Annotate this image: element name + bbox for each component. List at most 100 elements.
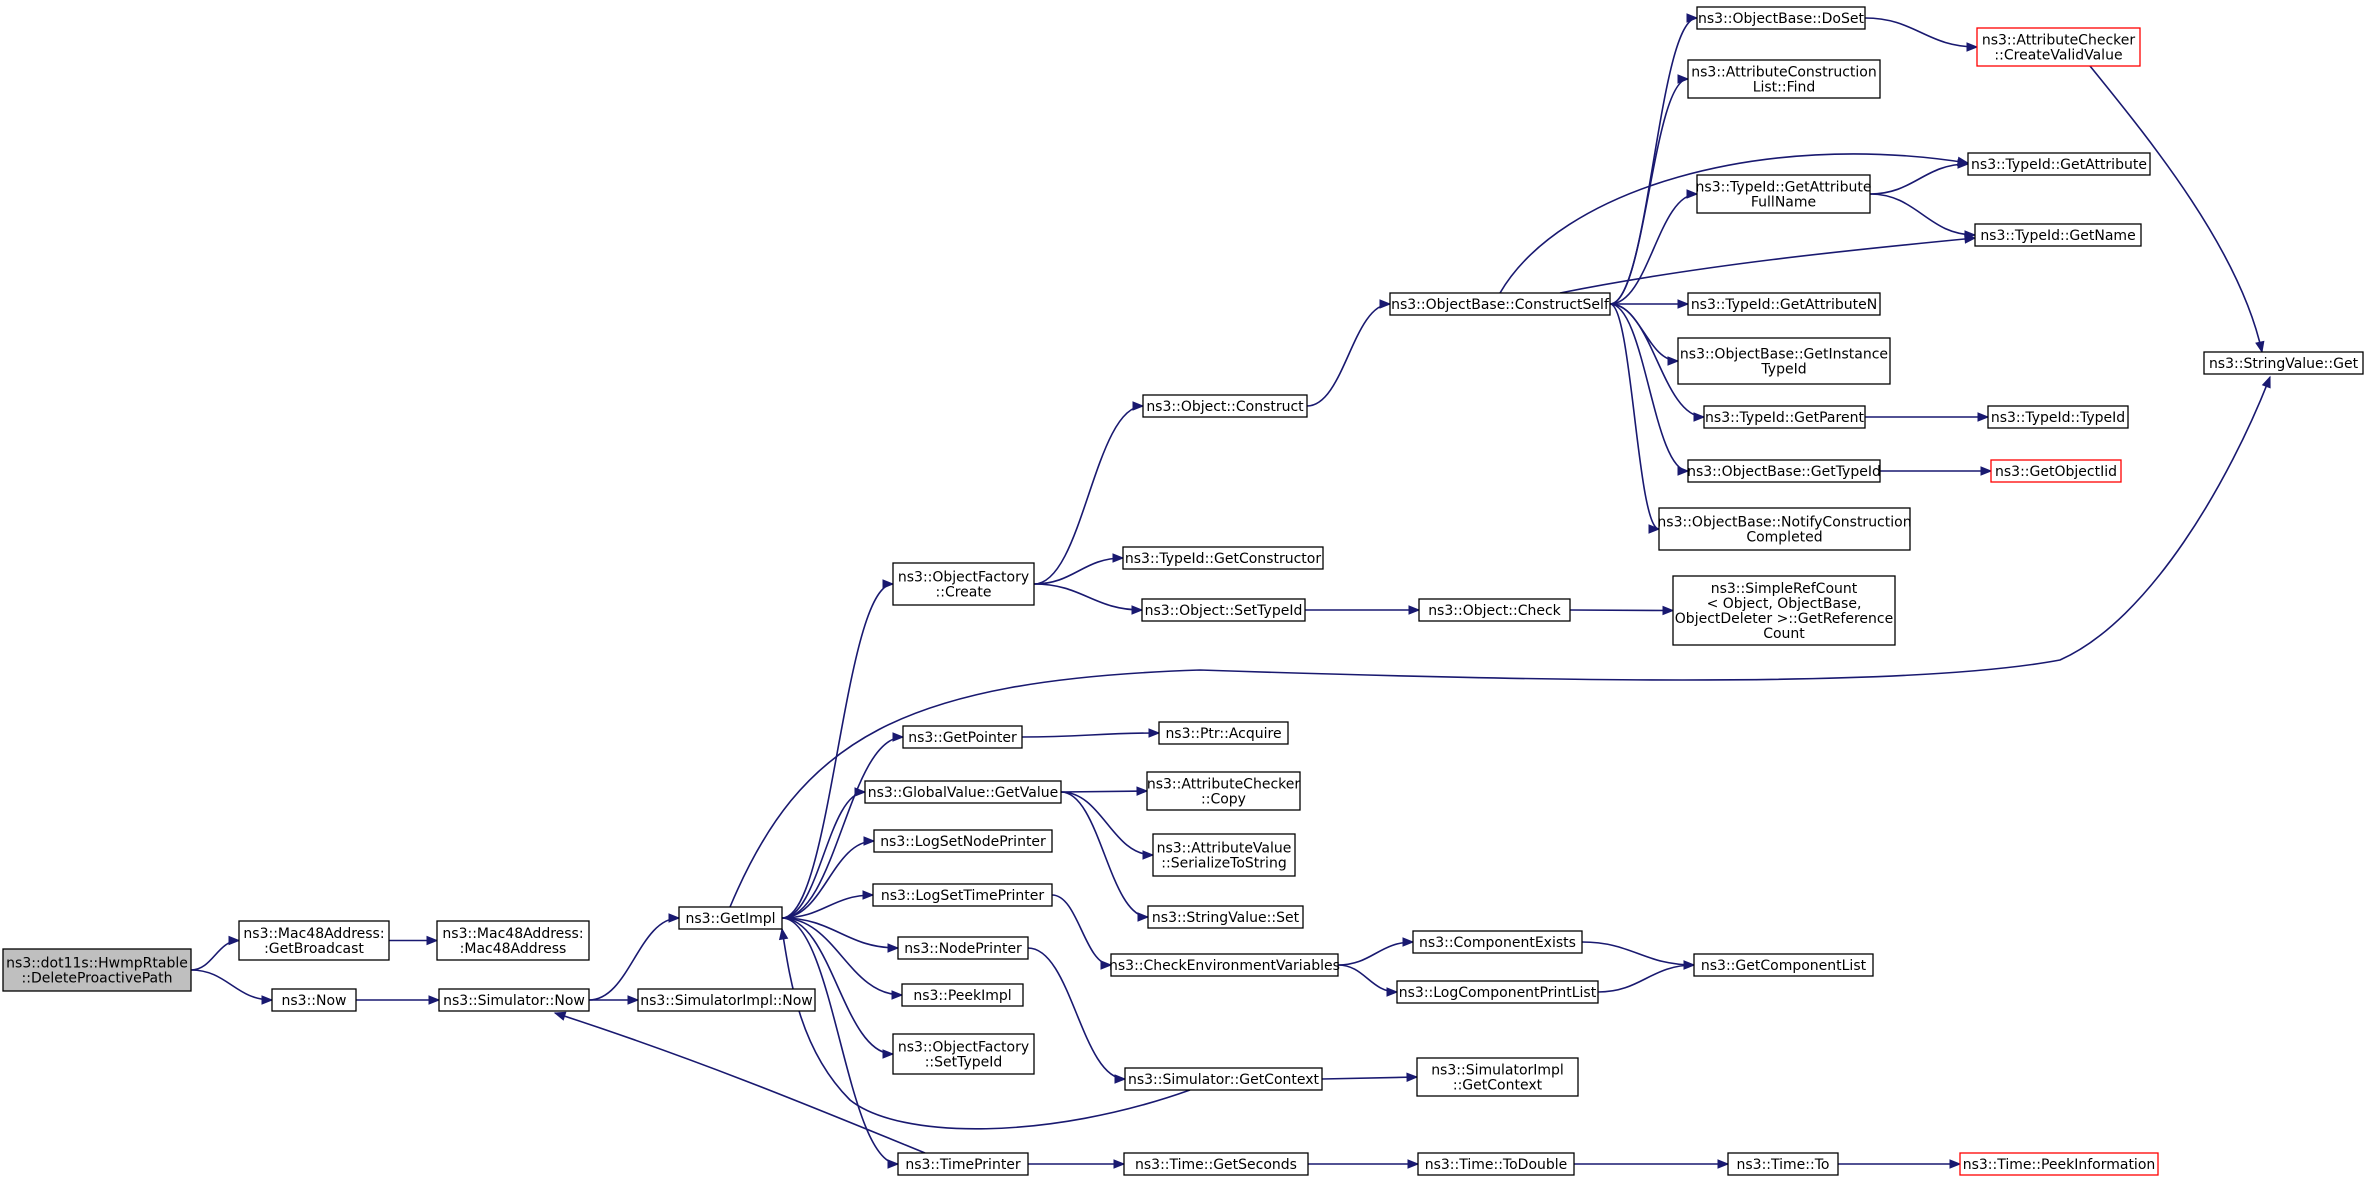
- node-getrefcount[interactable]: ns3::SimpleRefCount< Object, ObjectBase,…: [1672, 575, 1896, 646]
- node-timeto[interactable]: ns3::Time::To: [1727, 1152, 1839, 1176]
- node-label: ns3::Object::SetTypeId: [1145, 603, 1303, 619]
- node-accopy[interactable]: ns3::AttributeChecker::Copy: [1146, 771, 1301, 811]
- node-getattribute[interactable]: ns3::TypeId::GetAttribute: [1967, 152, 2151, 176]
- edge-getparent-to-typeidctor: [1865, 412, 1990, 422]
- node-getparent[interactable]: ns3::TypeId::GetParent: [1703, 405, 1866, 429]
- node-simimplnow[interactable]: ns3::SimulatorImpl::Now: [637, 988, 816, 1012]
- node-label: ns3::Time::PeekInformation: [1963, 1157, 2156, 1173]
- node-simnow[interactable]: ns3::Simulator::Now: [438, 988, 590, 1012]
- node-label: ns3::ObjectBase::NotifyConstruction: [1657, 515, 1911, 531]
- node-timegetseconds[interactable]: ns3::Time::GetSeconds: [1123, 1152, 1309, 1176]
- edge-gvgetvalue-to-stringset: [1060, 791, 1150, 922]
- node-timetodouble[interactable]: ns3::Time::ToDouble: [1417, 1152, 1575, 1176]
- node-label: ns3::GlobalValue::GetValue: [868, 785, 1058, 801]
- node-objcheck[interactable]: ns3::Object::Check: [1418, 598, 1571, 622]
- node-label: ns3::Mac48Address:: [243, 926, 384, 942]
- node-stringset[interactable]: ns3::StringValue::Set: [1147, 905, 1304, 929]
- node-label: ns3::ObjectFactory: [898, 1040, 1029, 1056]
- node-label: ns3::NodePrinter: [904, 941, 1022, 957]
- edge-timegetseconds-to-timetodouble: [1308, 1159, 1420, 1169]
- node-createvalid[interactable]: ns3::AttributeChecker::CreateValidValue: [1976, 27, 2141, 67]
- node-label: ::SerializeToString: [1161, 856, 1286, 872]
- node-nodeprinter[interactable]: ns3::NodePrinter: [897, 936, 1029, 960]
- node-doset[interactable]: ns3::ObjectBase::DoSet: [1696, 6, 1866, 30]
- node-label: ns3::GetPointer: [908, 730, 1017, 746]
- node-label: ns3::Object::Check: [1428, 603, 1561, 619]
- edge-getimpl-to-timeprinter: [781, 917, 900, 1169]
- node-logsettime[interactable]: ns3::LogSetTimePrinter: [872, 883, 1053, 907]
- node-simgetcontext[interactable]: ns3::Simulator::GetContext: [1124, 1067, 1323, 1091]
- edge-settypeid-to-objcheck: [1305, 605, 1421, 615]
- node-getpointer[interactable]: ns3::GetPointer: [902, 725, 1023, 749]
- node-label: ns3::GetObjectIid: [1995, 464, 2117, 480]
- node-objconstruct[interactable]: ns3::Object::Construct: [1142, 394, 1308, 418]
- node-label: ns3::SimulatorImpl: [1431, 1063, 1564, 1079]
- node-label: ns3::AttributeChecker: [1147, 777, 1301, 793]
- node-label: ns3::GetImpl: [685, 911, 775, 927]
- node-timeprinter[interactable]: ns3::TimePrinter: [897, 1152, 1029, 1176]
- node-simimplgetctx[interactable]: ns3::SimulatorImpl::GetContext: [1416, 1057, 1579, 1097]
- edge-simnow-to-simimplnow: [589, 995, 640, 1005]
- node-constructself[interactable]: ns3::ObjectBase::ConstructSelf: [1389, 292, 1611, 316]
- node-typeidctor[interactable]: ns3::TypeId::TypeId: [1987, 405, 2129, 429]
- node-settypeid[interactable]: ns3::Object::SetTypeId: [1141, 598, 1306, 622]
- node-getconstructor[interactable]: ns3::TypeId::GetConstructor: [1122, 546, 1324, 570]
- edge-getimpl-to-nodeprinter: [781, 917, 900, 953]
- node-label: :Mac48Address: [460, 941, 567, 957]
- node-delete[interactable]: ns3::dot11s::HwmpRtable::DeleteProactive…: [2, 948, 192, 992]
- edge-timeprinter-to-timegetseconds: [1028, 1159, 1126, 1169]
- node-label: ns3::Time::GetSeconds: [1135, 1157, 1297, 1173]
- node-label: ns3::TypeId::TypeId: [1991, 410, 2125, 426]
- edge-ofcreate-to-getconstructor: [1033, 553, 1125, 585]
- edge-constructself-to-getattrn: [1610, 299, 1690, 309]
- edge-now-to-simnow: [356, 995, 441, 1005]
- node-label: < Object, ObjectBase,: [1707, 596, 1862, 612]
- node-ofcreate[interactable]: ns3::ObjectFactory::Create: [892, 562, 1035, 606]
- node-label: ::DeleteProactivePath: [22, 971, 173, 987]
- edge-simnow-to-getimpl: [588, 913, 681, 1001]
- node-gettypeid[interactable]: ns3::ObjectBase::GetTypeId: [1687, 459, 1881, 483]
- node-getname[interactable]: ns3::TypeId::GetName: [1974, 223, 2142, 247]
- node-label: ns3::ObjectBase::DoSet: [1698, 11, 1864, 27]
- node-stringget[interactable]: ns3::StringValue::Get: [2203, 351, 2364, 375]
- call-edges: [190, 13, 2271, 1169]
- node-checkenv[interactable]: ns3::CheckEnvironmentVariables: [1109, 953, 1340, 977]
- node-logsetnode[interactable]: ns3::LogSetNodePrinter: [873, 829, 1053, 853]
- edge-constructself-to-getparent: [1609, 303, 1706, 422]
- node-label: ns3::Ptr::Acquire: [1165, 726, 1281, 742]
- node-now[interactable]: ns3::Now: [271, 988, 357, 1012]
- edge-ofcreate-to-settypeid: [1033, 583, 1144, 615]
- node-peekimpl[interactable]: ns3::PeekImpl: [901, 983, 1024, 1007]
- node-label: ns3::ComponentExists: [1419, 935, 1576, 951]
- edge-getimpl-to-peekimpl: [781, 917, 904, 1000]
- node-label: List::Find: [1753, 80, 1816, 96]
- edge-simgetcontext-to-simimplgetctx: [1321, 1072, 1419, 1082]
- node-ptracquire[interactable]: ns3::Ptr::Acquire: [1158, 721, 1289, 745]
- edge-compexists-to-getcomplist: [1581, 941, 1696, 970]
- node-label: ns3::LogComponentPrintList: [1399, 985, 1597, 1001]
- node-label: ns3::GetComponentList: [1701, 958, 1867, 974]
- node-peekinfo[interactable]: ns3::Time::PeekInformation: [1959, 1152, 2159, 1176]
- node-label: ns3::ObjectBase::ConstructSelf: [1391, 297, 1610, 313]
- node-getimpl[interactable]: ns3::GetImpl: [678, 906, 783, 930]
- node-mac48[interactable]: ns3::Mac48Address::Mac48Address: [436, 920, 590, 961]
- node-getattrn[interactable]: ns3::TypeId::GetAttributeN: [1687, 292, 1881, 316]
- edge-constructself-to-notifycc: [1609, 303, 1661, 534]
- node-label: ::CreateValidValue: [1994, 48, 2122, 64]
- node-getcomplist[interactable]: ns3::GetComponentList: [1693, 953, 1874, 977]
- node-avserialize[interactable]: ns3::AttributeValue::SerializeToString: [1152, 833, 1296, 877]
- edge-logcompprint-to-getcomplist: [1597, 960, 1696, 993]
- node-ofsettypeid[interactable]: ns3::ObjectFactory::SetTypeId: [892, 1033, 1035, 1075]
- node-logcompprint[interactable]: ns3::LogComponentPrintList: [1396, 980, 1599, 1004]
- node-notifycc[interactable]: ns3::ObjectBase::NotifyConstructionCompl…: [1657, 507, 1912, 551]
- node-getobjectiid[interactable]: ns3::GetObjectIid: [1990, 459, 2122, 483]
- node-gvgetvalue[interactable]: ns3::GlobalValue::GetValue: [864, 780, 1062, 804]
- edge-getimpl-to-getpointer: [781, 732, 905, 919]
- node-getbroadcast[interactable]: ns3::Mac48Address::GetBroadcast: [238, 920, 390, 961]
- node-label: ns3::SimpleRefCount: [1711, 581, 1858, 597]
- node-compexists[interactable]: ns3::ComponentExists: [1412, 930, 1583, 954]
- node-label: ns3::Simulator::Now: [443, 993, 585, 1009]
